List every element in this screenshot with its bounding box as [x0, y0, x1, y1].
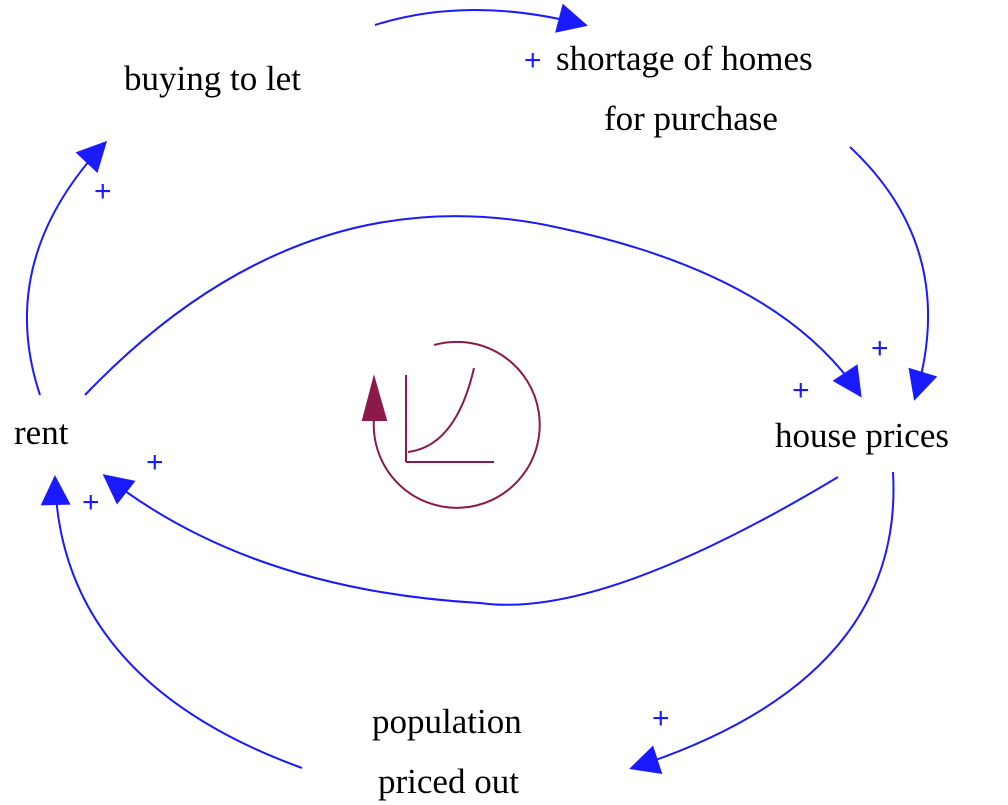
polarity-shortage-in: + [524, 44, 542, 77]
nodes: buying to let shortage of homes for purc… [14, 39, 949, 801]
polarity-shortage-to-prices: + [871, 332, 889, 365]
link-shortage-to-house-prices [849, 146, 938, 401]
polarity-rent-to-prices: + [792, 374, 810, 407]
link-rent-to-buying [25, 140, 108, 396]
node-shortage-line-2: for purchase [604, 99, 778, 138]
node-shortage-line-1: shortage of homes [556, 39, 813, 78]
loop-arrowhead [361, 374, 388, 421]
link-population-to-rent [40, 475, 303, 769]
counterclockwise-arrow-icon [372, 340, 541, 509]
exponential-growth-icon [405, 367, 494, 463]
link-house-prices-to-rent [102, 474, 839, 606]
link-house-prices-to-population [629, 471, 895, 774]
node-buying-to-let: buying to let [124, 59, 301, 98]
polarity-population-to-rent: + [82, 486, 100, 519]
node-rent: rent [14, 413, 69, 452]
node-population-line-1: population [372, 702, 522, 741]
polarity-prices-to-population: + [652, 702, 670, 735]
polarity-rent-to-buying: + [94, 175, 112, 208]
link-buying-to-shortage [374, 3, 588, 33]
polarity-signs: + + + + + + + [82, 44, 889, 735]
node-house-prices: house prices [775, 416, 949, 455]
polarity-prices-to-rent: + [146, 446, 164, 479]
links [25, 3, 938, 774]
reinforcing-loop-icon [361, 340, 541, 509]
node-population-line-2: priced out [378, 762, 519, 801]
link-rent-to-house-prices [84, 215, 862, 398]
